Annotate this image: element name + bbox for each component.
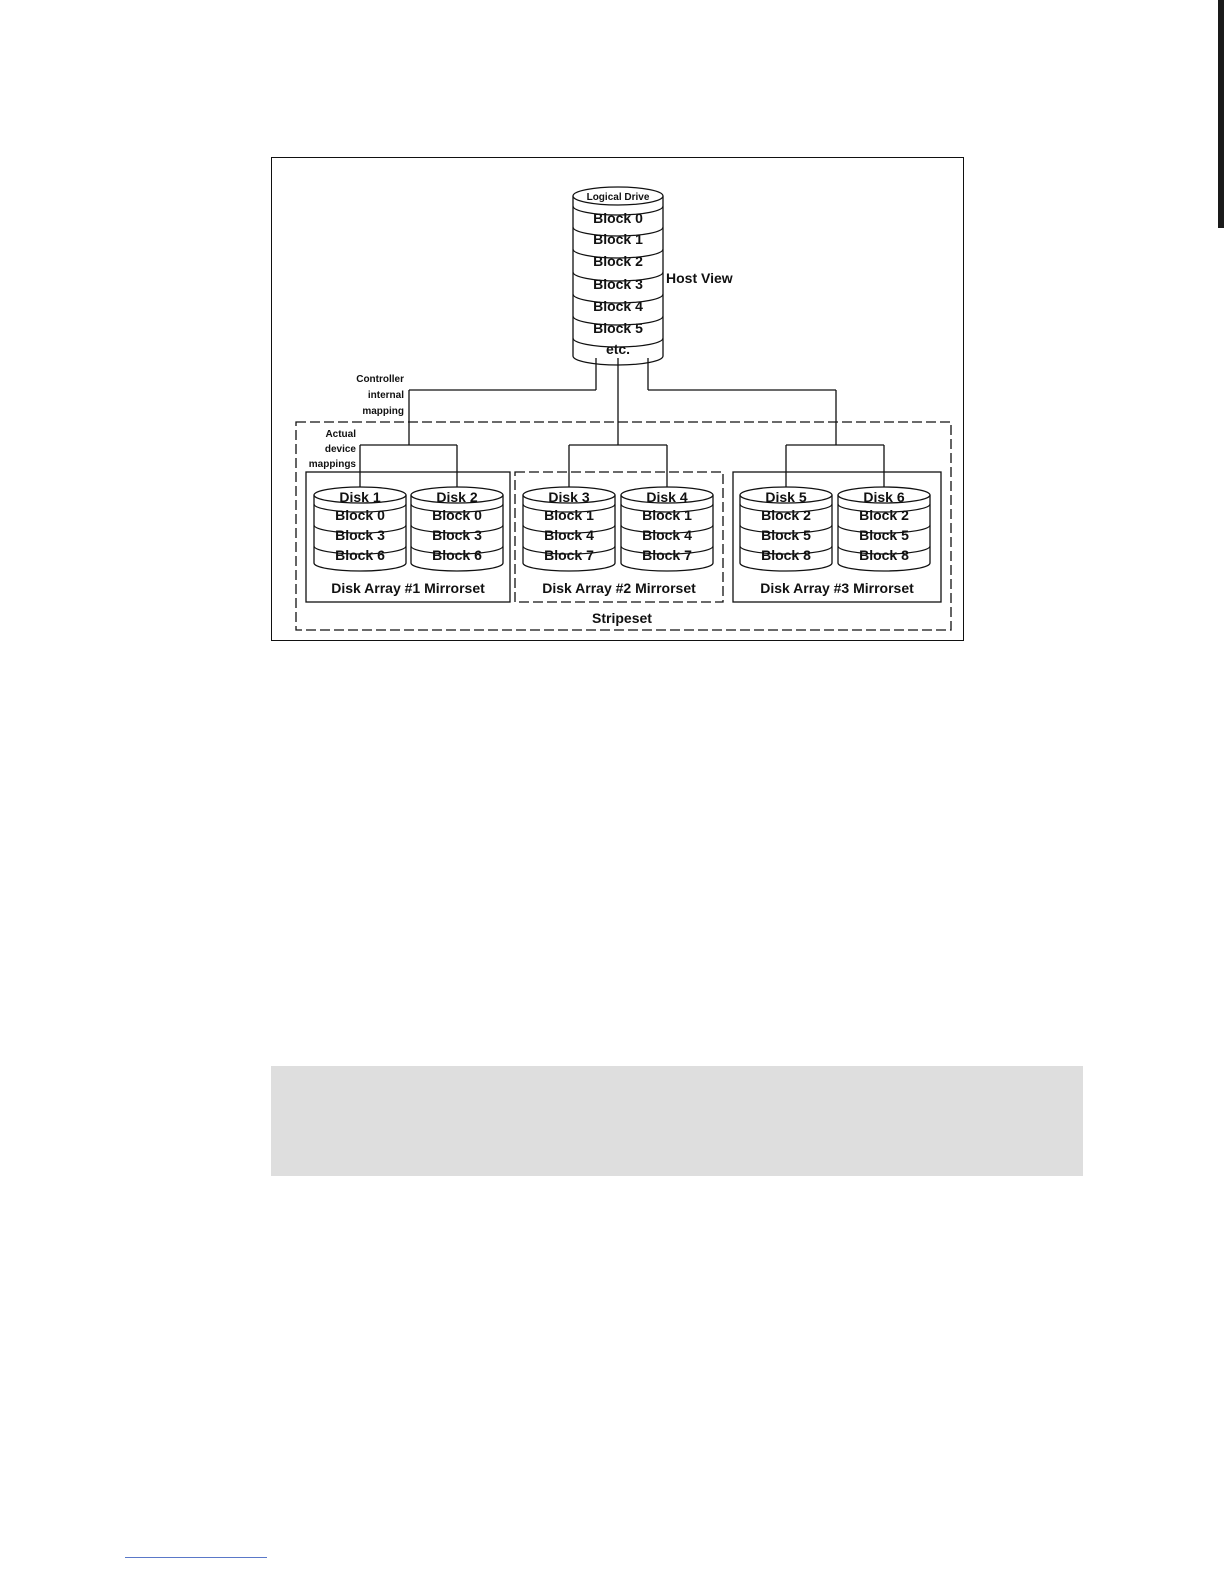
- disk-divider: [739, 503, 833, 513]
- disk-divider: [837, 524, 931, 534]
- disk-divider: [620, 503, 714, 513]
- logical-drive-block: Block 4: [593, 298, 643, 314]
- disk-block: Block 0: [432, 507, 482, 523]
- logical-drive-divider: [572, 271, 664, 282]
- actual-mapping-label: Actual: [325, 429, 356, 440]
- actual-mapping-label: mappings: [309, 459, 357, 470]
- disk-name: Disk 3: [548, 489, 589, 505]
- controller-label: internal: [368, 390, 404, 401]
- disk-block: Block 0: [335, 507, 385, 523]
- disk-name: Disk 1: [339, 489, 380, 505]
- disk-1-top: [313, 486, 407, 504]
- disk-block: Block 1: [642, 507, 692, 523]
- disk-divider: [313, 503, 407, 513]
- disk-divider: [313, 545, 407, 555]
- disk-divider: [620, 524, 714, 534]
- disk-name: Disk 4: [646, 489, 687, 505]
- disk-divider: [410, 503, 504, 513]
- disk-divider: [837, 503, 931, 513]
- disk-divider: [837, 545, 931, 555]
- disk-array-1-label: Disk Array #1 Mirrorset: [331, 580, 485, 596]
- logical-drive-block: Block 1: [593, 231, 643, 247]
- disk-array-1-box: [305, 471, 511, 603]
- controller-label: Controller: [356, 374, 404, 385]
- controller-label: mapping: [362, 406, 404, 417]
- logical-drive-divider: [572, 315, 664, 326]
- logical-drive-top: [572, 186, 664, 206]
- disk-divider: [620, 545, 714, 555]
- disk-5-top: [739, 486, 833, 504]
- disk-block: Block 5: [859, 527, 909, 543]
- disk-6-top: [837, 486, 931, 504]
- logical-drive-etc: etc.: [606, 341, 630, 357]
- logical-drive-divider: [572, 248, 664, 259]
- logical-drive-block: Block 0: [593, 210, 643, 226]
- disk-block: Block 8: [859, 547, 909, 563]
- disk-block: Block 4: [544, 527, 594, 543]
- stripeset-boundary: [295, 421, 952, 631]
- disk-array-2-box: [514, 471, 724, 603]
- disk-divider: [313, 524, 407, 534]
- host-view-label: Host View: [666, 270, 733, 286]
- logical-drive-divider: [572, 337, 664, 348]
- disk-array-3-label: Disk Array #3 Mirrorset: [760, 580, 914, 596]
- logical-drive-block: Block 3: [593, 276, 643, 292]
- disk-divider: [522, 545, 616, 555]
- disk-block: Block 2: [761, 507, 811, 523]
- disk-block: Block 6: [432, 547, 482, 563]
- logical-drive-divider: [572, 205, 664, 216]
- logical-drive-block: Block 5: [593, 320, 643, 336]
- footnote-rule: [125, 1557, 267, 1558]
- disk-divider: [410, 545, 504, 555]
- logical-drive-block: Block 2: [593, 253, 643, 269]
- disk-block: Block 3: [432, 527, 482, 543]
- logical-drive-title: Logical Drive: [587, 192, 650, 203]
- page-edge-bar: [1218, 0, 1224, 228]
- disk-divider: [410, 524, 504, 534]
- disk-name: Disk 2: [436, 489, 477, 505]
- disk-block: Block 8: [761, 547, 811, 563]
- disk-block: Block 7: [642, 547, 692, 563]
- stripeset-label: Stripeset: [592, 610, 652, 626]
- disk-block: Block 2: [859, 507, 909, 523]
- disk-divider: [739, 545, 833, 555]
- disk-block: Block 7: [544, 547, 594, 563]
- disk-block: Block 6: [335, 547, 385, 563]
- disk-block: Block 5: [761, 527, 811, 543]
- disk-block: Block 1: [544, 507, 594, 523]
- logical-drive-divider: [572, 293, 664, 304]
- disk-4-top: [620, 486, 714, 504]
- disk-name: Disk 5: [765, 489, 806, 505]
- actual-mapping-label: device: [325, 444, 357, 455]
- disk-divider: [739, 524, 833, 534]
- logical-drive-divider: [572, 226, 664, 237]
- disk-divider: [522, 524, 616, 534]
- disk-array-2-label: Disk Array #2 Mirrorset: [542, 580, 696, 596]
- disk-divider: [522, 503, 616, 513]
- disk-array-3-box: [732, 471, 942, 603]
- disk-3-top: [522, 486, 616, 504]
- disk-2-top: [410, 486, 504, 504]
- disk-block: Block 4: [642, 527, 692, 543]
- note-box: [271, 1066, 1083, 1176]
- disk-block: Block 3: [335, 527, 385, 543]
- disk-name: Disk 6: [863, 489, 904, 505]
